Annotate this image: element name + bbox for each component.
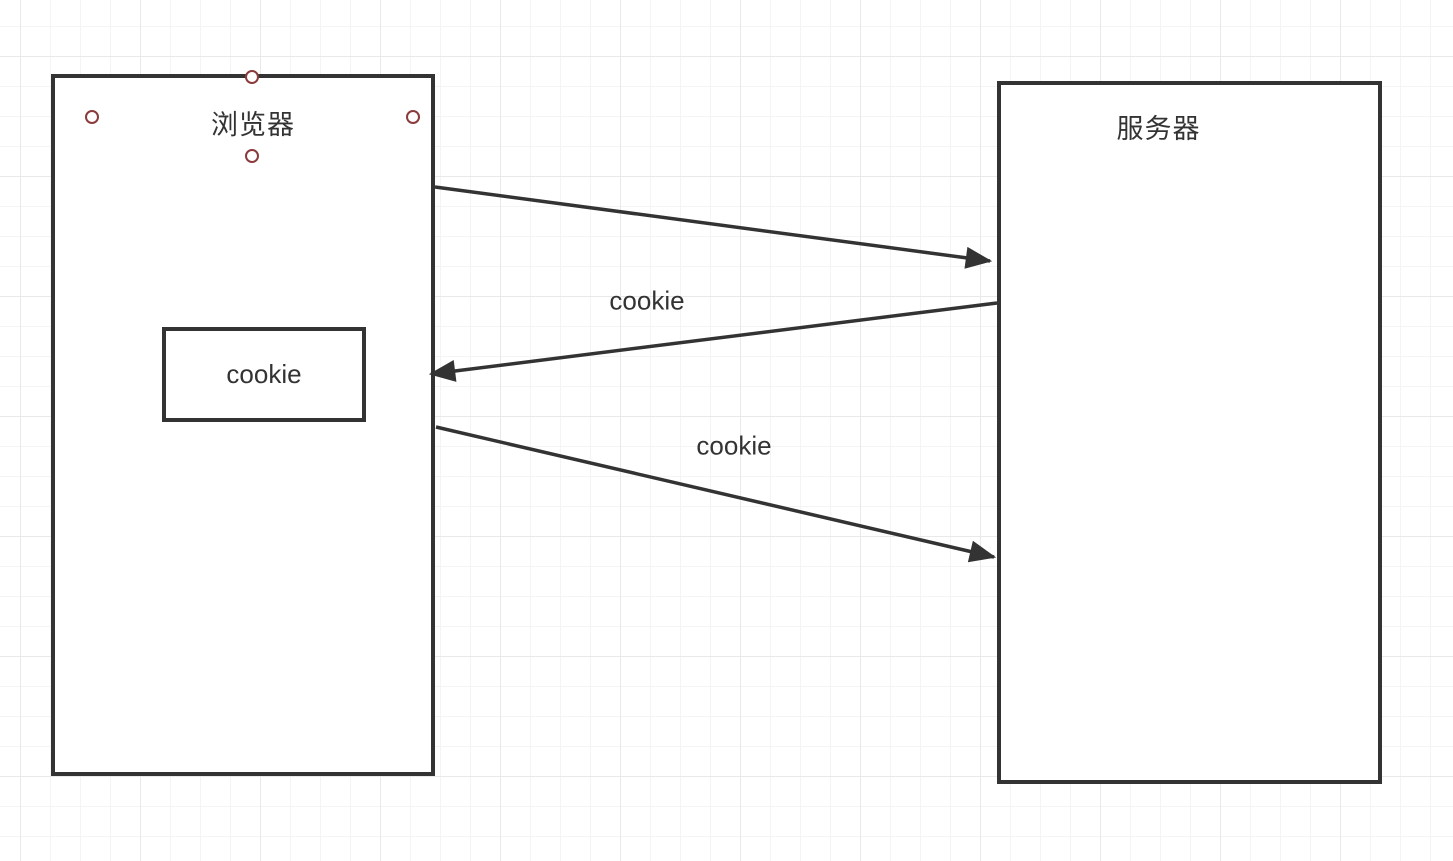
- connection-point-icon[interactable]: [245, 70, 259, 84]
- arrow-request-browser-to-server[interactable]: [434, 185, 993, 269]
- node-server[interactable]: 服务器: [997, 81, 1382, 784]
- node-cookie-store-label: cookie: [226, 359, 302, 389]
- connection-point-icon[interactable]: [85, 110, 99, 124]
- arrow-send-cookie-browser-to-server[interactable]: [435, 425, 997, 563]
- arrow-set-cookie-server-to-browser[interactable]: [428, 301, 998, 382]
- connection-point-icon[interactable]: [245, 149, 259, 163]
- connection-point-icon[interactable]: [406, 110, 420, 124]
- node-browser[interactable]: 浏览器: [51, 74, 435, 776]
- node-server-title: 服务器: [1116, 114, 1201, 144]
- edge-label-set-cookie[interactable]: cookie: [609, 285, 685, 316]
- node-browser-title: 浏览器: [211, 110, 295, 140]
- edge-label-send-cookie[interactable]: cookie: [696, 430, 772, 461]
- node-cookie-store[interactable]: cookie: [162, 327, 366, 422]
